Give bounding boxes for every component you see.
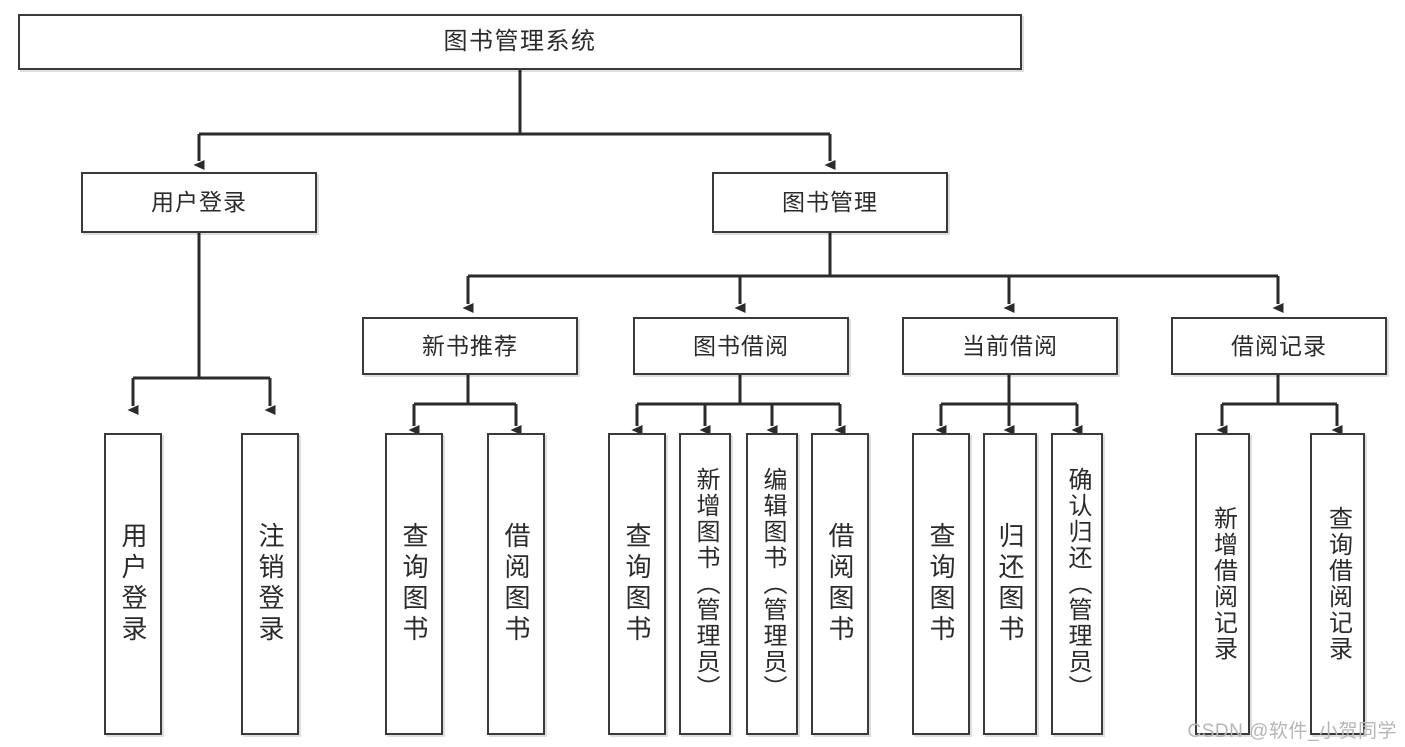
node-leaf-query-book-2[interactable]: 查询图书 [608, 433, 666, 735]
node-leaf-edit-book-label: 编辑图书（管理员） [759, 467, 786, 701]
node-leaf-return-book[interactable]: 归还图书 [983, 433, 1037, 735]
node-leaf-logout[interactable]: 注销登录 [241, 433, 299, 735]
node-leaf-logout-label: 注销登录 [255, 522, 285, 646]
node-leaf-edit-book[interactable]: 编辑图书（管理员） [746, 433, 798, 735]
node-root-label: 图书管理系统 [443, 28, 597, 56]
node-book-manage[interactable]: 图书管理 [712, 172, 948, 233]
node-leaf-user-login-label: 用户登录 [118, 522, 148, 646]
node-leaf-add-record-label: 新增借阅记录 [1209, 506, 1237, 662]
node-new-book-rec-label: 新书推荐 [422, 332, 518, 359]
node-leaf-borrow-book-2[interactable]: 借阅图书 [811, 433, 869, 735]
csdn-watermark: CSDN @软件_小贺同学 [1187, 721, 1397, 742]
node-book-borrow[interactable]: 图书借阅 [633, 317, 849, 375]
node-borrow-record-label: 借阅记录 [1231, 332, 1327, 359]
node-current-borrow-label: 当前借阅 [962, 332, 1058, 359]
node-leaf-confirm-return[interactable]: 确认归还（管理员） [1051, 433, 1103, 735]
node-leaf-borrow-book-2-label: 借阅图书 [825, 522, 855, 646]
node-leaf-add-book[interactable]: 新增图书（管理员） [679, 433, 731, 735]
node-new-book-rec[interactable]: 新书推荐 [362, 317, 578, 375]
node-borrow-record[interactable]: 借阅记录 [1171, 317, 1387, 375]
node-leaf-query-book-1-label: 查询图书 [399, 522, 429, 646]
node-leaf-query-record-label: 查询借阅记录 [1324, 506, 1352, 662]
node-leaf-query-record[interactable]: 查询借阅记录 [1310, 433, 1365, 735]
node-root[interactable]: 图书管理系统 [18, 14, 1022, 70]
node-leaf-add-record[interactable]: 新增借阅记录 [1195, 433, 1250, 735]
node-leaf-return-book-label: 归还图书 [995, 522, 1025, 646]
node-leaf-query-book-3[interactable]: 查询图书 [912, 433, 970, 735]
node-leaf-query-book-1[interactable]: 查询图书 [385, 433, 443, 735]
node-leaf-add-book-label: 新增图书（管理员） [692, 467, 719, 701]
node-book-manage-label: 图书管理 [782, 189, 878, 216]
node-leaf-confirm-return-label: 确认归还（管理员） [1064, 467, 1091, 701]
node-leaf-borrow-book-1[interactable]: 借阅图书 [487, 433, 545, 735]
node-user-login-label: 用户登录 [151, 189, 247, 216]
node-leaf-user-login[interactable]: 用户登录 [104, 433, 162, 735]
node-leaf-query-book-3-label: 查询图书 [926, 522, 956, 646]
node-current-borrow[interactable]: 当前借阅 [902, 317, 1118, 375]
node-user-login[interactable]: 用户登录 [81, 172, 317, 233]
node-leaf-query-book-2-label: 查询图书 [622, 522, 652, 646]
node-leaf-borrow-book-1-label: 借阅图书 [501, 522, 531, 646]
node-book-borrow-label: 图书借阅 [693, 332, 789, 359]
